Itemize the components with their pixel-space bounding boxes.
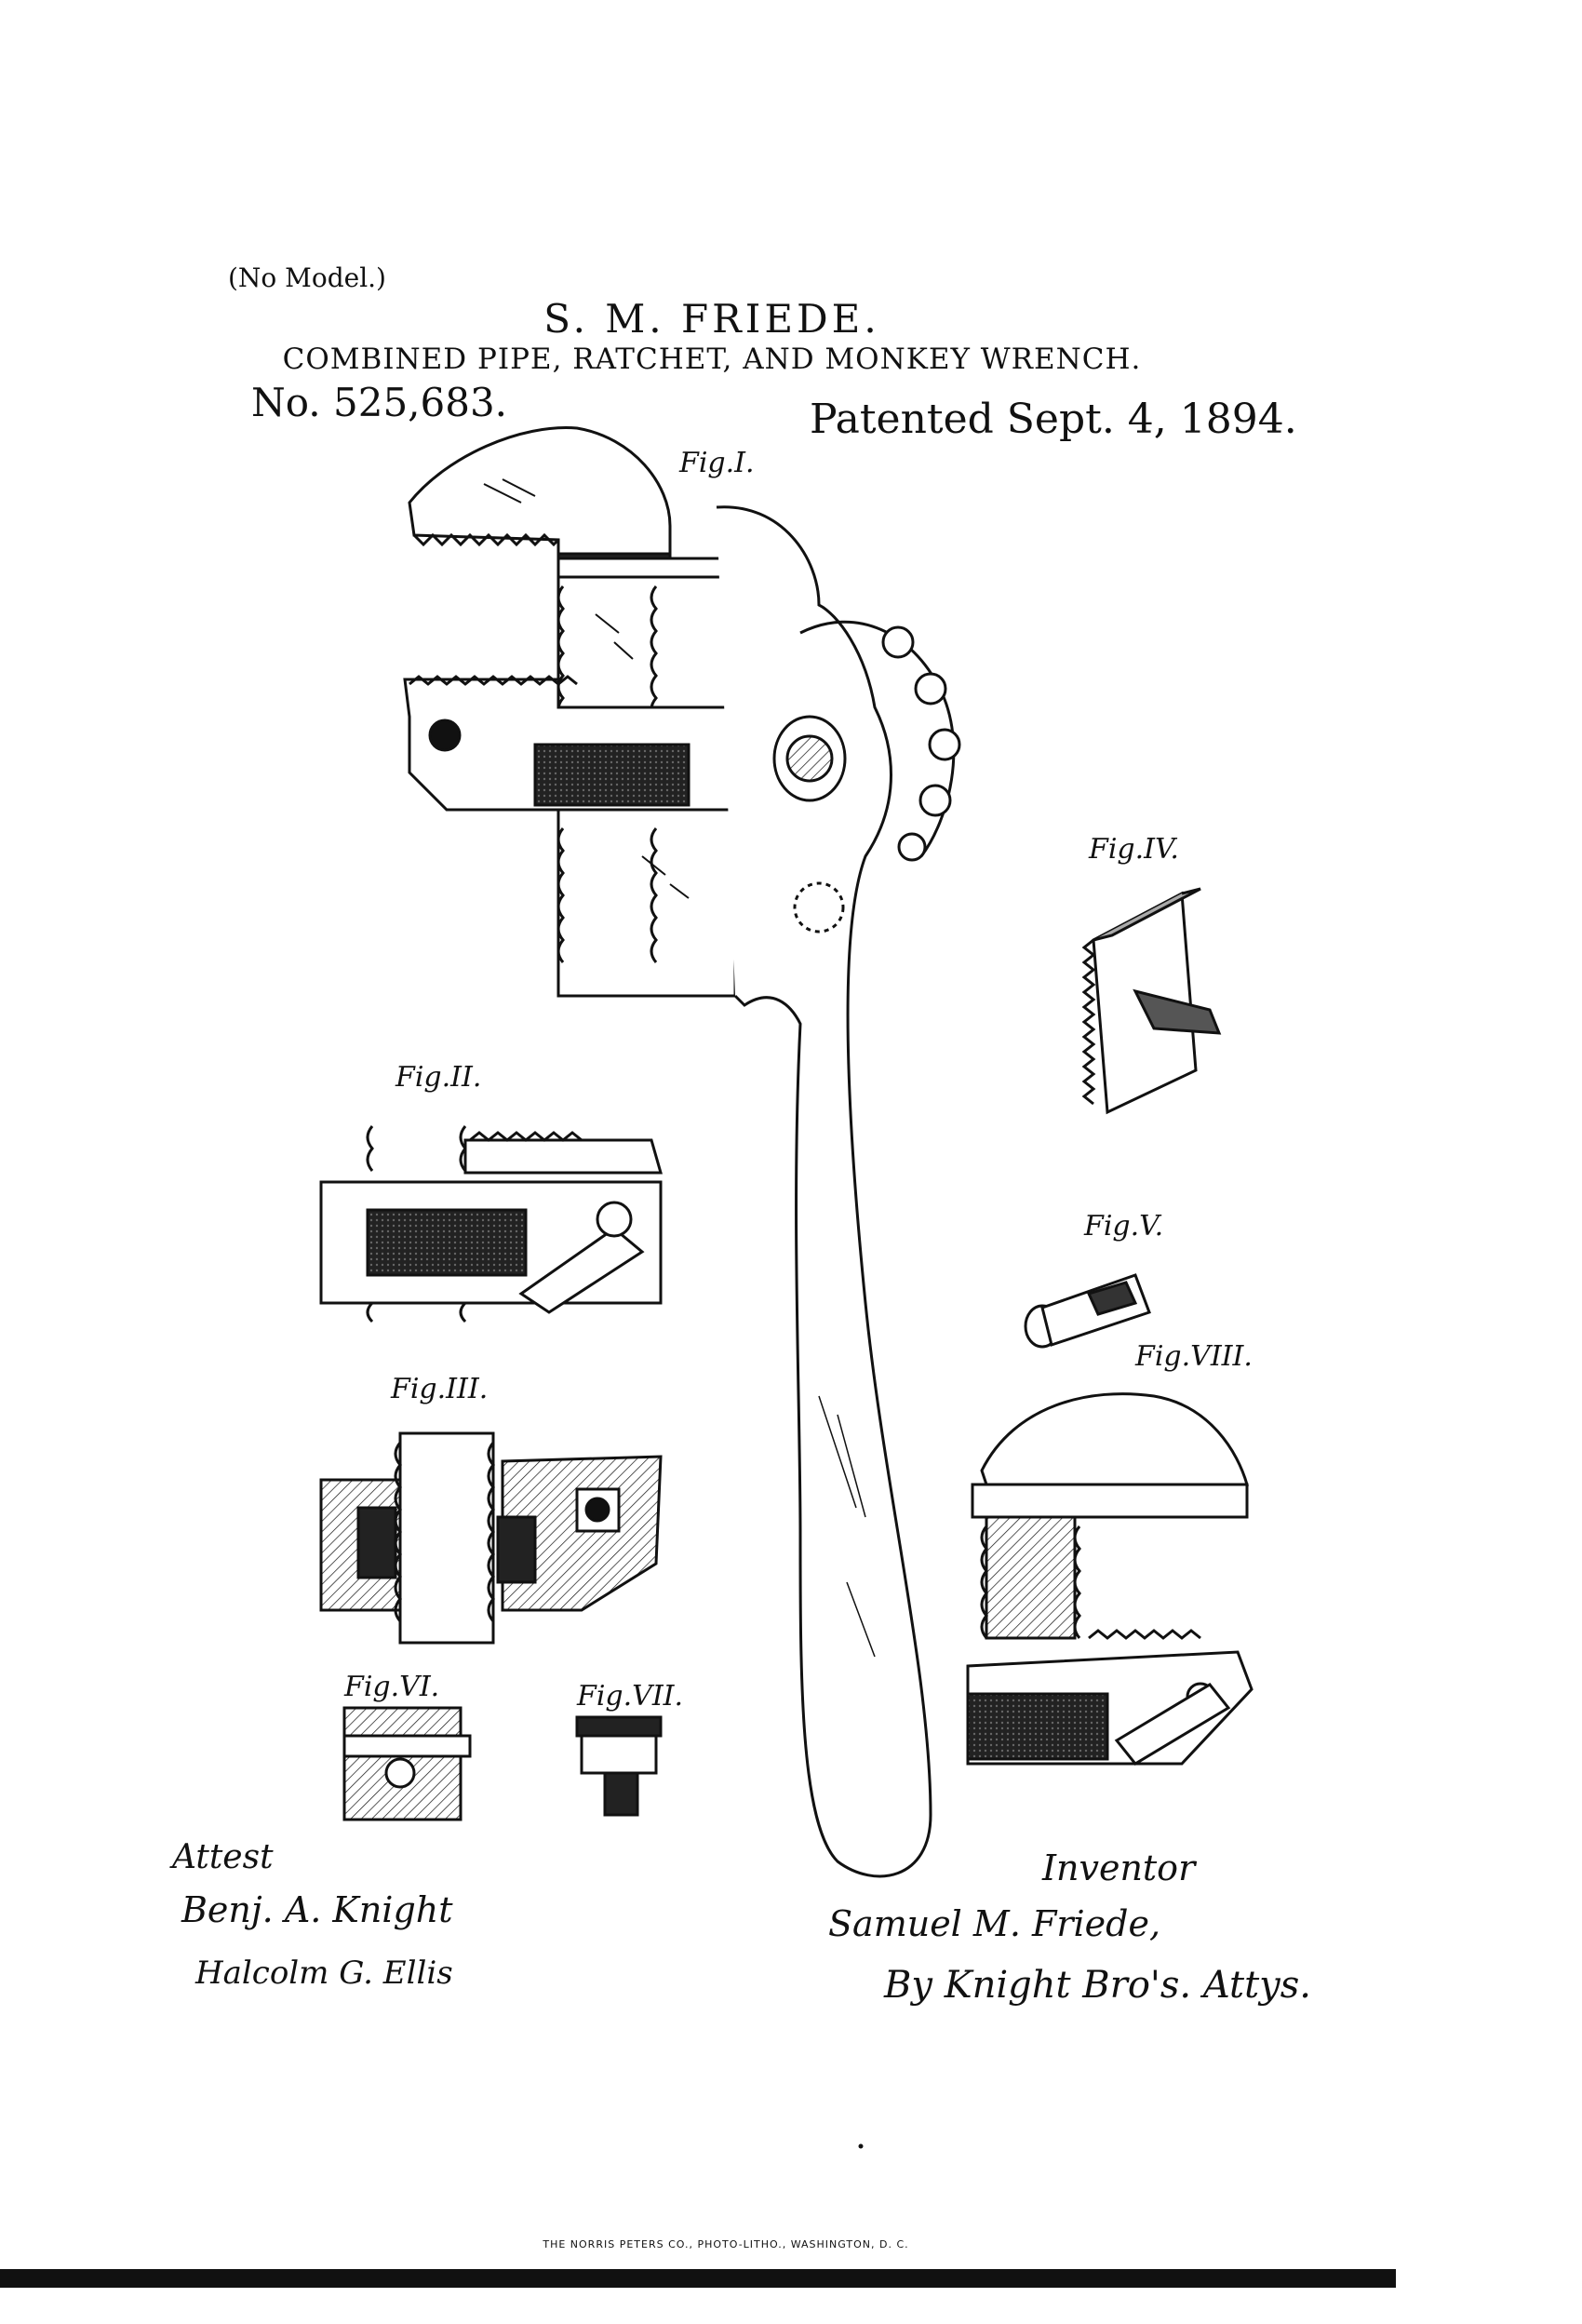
fig-3-drawing: [319, 1431, 663, 1645]
fig-4-drawing: [1081, 887, 1222, 1115]
attest-heading: Attest: [172, 1838, 274, 1876]
adjusting-nut: [533, 743, 690, 807]
fig-5-label: Fig.V.: [1084, 1210, 1164, 1243]
patent-number: No. 525,683.: [251, 380, 508, 425]
witness-1: Benj. A. Knight: [181, 1889, 453, 1930]
printer-credit: THE NORRIS PETERS CO., PHOTO-LITHO., WAS…: [543, 2238, 909, 2250]
fig-1-drawing: [403, 426, 961, 1878]
patent-title: COMBINED PIPE, RATCHET, AND MONKEY WRENC…: [282, 343, 1142, 376]
fig-8-drawing: [966, 1392, 1254, 1766]
fig-6-drawing: [342, 1706, 472, 1821]
fig-5-drawing: [1024, 1273, 1151, 1349]
fig-6-label: Fig.VI.: [344, 1671, 440, 1703]
model-note: (No Model.): [228, 262, 386, 293]
fig-3-label: Fig.III.: [391, 1373, 489, 1405]
inventor-signature: Samuel M. Friede,: [828, 1903, 1161, 1944]
inventor-heading-sig: Inventor: [1042, 1847, 1196, 1888]
fig-2-drawing: [319, 1125, 663, 1323]
inventor-heading: S. M. FRIEDE.: [543, 296, 880, 342]
fig-7-drawing: [575, 1715, 663, 1817]
attorney-signature: By Knight Bro's. Attys.: [884, 1964, 1312, 2007]
witness-2: Halcolm G. Ellis: [195, 1955, 453, 1992]
patent-date: Patented Sept. 4, 1894.: [810, 396, 1297, 443]
fig-1-label: Fig.I.: [679, 447, 755, 479]
dot-mark: [858, 2143, 864, 2149]
fig-2-label: Fig.II.: [396, 1061, 482, 1094]
fig-7-label: Fig.VII.: [577, 1680, 684, 1713]
fig-8-label: Fig.VIII.: [1135, 1340, 1253, 1373]
fig-4-label: Fig.IV.: [1089, 833, 1179, 866]
scan-edge-bar: [0, 2269, 1396, 2288]
